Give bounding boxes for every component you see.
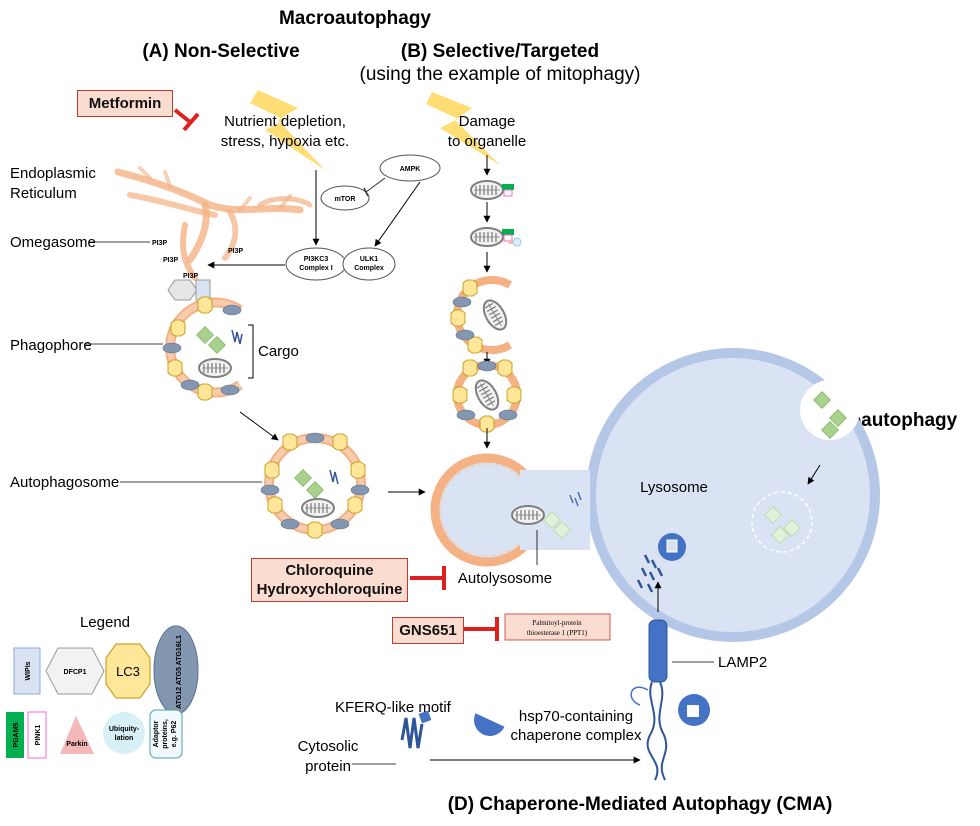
pi3p-label-4: PI3P xyxy=(183,273,199,280)
label-er-2: Reticulum xyxy=(10,185,77,202)
ppt1-box xyxy=(504,613,611,641)
pi3kc3-text-2: Complex I xyxy=(299,265,333,272)
subtitle-mitophagy: (using the example of mitophagy) xyxy=(360,64,641,85)
dfcp1-shape xyxy=(167,279,198,301)
chloroquine-label: Chloroquine xyxy=(285,562,374,579)
damage-lightning-icon xyxy=(426,92,500,165)
label-autolysosome: Autolysosome xyxy=(458,570,552,587)
lysosome xyxy=(586,348,880,642)
autophagosome xyxy=(260,432,370,539)
label-cytosolic-1: Cytosolic xyxy=(298,738,359,755)
legend-ubiq-text-2: lation xyxy=(115,735,134,742)
ampk-node xyxy=(379,154,441,182)
legend-title: Legend xyxy=(80,614,130,631)
label-damage-1: Damage xyxy=(459,113,516,130)
label-ppt1-1: Palmitoyl-protein xyxy=(532,619,582,627)
cargo-bracket xyxy=(248,324,254,379)
phagophore-to-autophagosome-arrow xyxy=(239,411,279,441)
label-phagophore: Phagophore xyxy=(10,337,92,354)
title-macroautophagy: Macroautophagy xyxy=(279,8,431,29)
ampk-text: AMPK xyxy=(400,166,421,173)
stress-lightning-icon xyxy=(250,90,325,170)
label-autophagosome: Autophagosome xyxy=(10,474,119,491)
label-lamp2: LAMP2 xyxy=(718,654,767,671)
hydroxychloroquine-label: Hydroxychloroquine xyxy=(256,581,403,598)
legend: Legend WIPIs DFCP1 LC3 ATG12 ATG5 ATG16L… xyxy=(6,614,199,759)
legend-pink1-text: PINK1 xyxy=(35,725,42,746)
label-nutrient-1: Nutrient depletion, xyxy=(224,113,346,130)
title-non-selective: (A) Non-Selective xyxy=(142,41,299,62)
gns651-label: GNS651 xyxy=(399,622,457,639)
mtor-node xyxy=(320,185,370,211)
legend-adaptor-text-1: Adaptor xyxy=(153,720,160,747)
autolysosome xyxy=(430,453,590,567)
label-kferq: KFERQ-like motif xyxy=(335,699,452,716)
pi3p-label-2: PI3P xyxy=(163,257,179,264)
metformin-inhibit-bar xyxy=(182,112,200,132)
legend-lc3-shape xyxy=(105,643,151,699)
ampk-to-ulk1-arrow xyxy=(374,181,421,247)
phagophore xyxy=(162,296,243,401)
legend-pgam5-shape xyxy=(6,712,24,758)
label-cargo: Cargo xyxy=(258,343,299,360)
label-nutrient-2: stress, hypoxia etc. xyxy=(221,133,349,150)
legend-wipis-text: WIPIs xyxy=(25,661,32,680)
pi3kc3-text-1: PI3KC3 xyxy=(304,256,329,263)
label-damage-2: to organelle xyxy=(448,133,526,150)
legend-adaptor-text-2: proteins, xyxy=(162,719,169,749)
legend-pink1-shape xyxy=(27,711,47,759)
legend-parkin-shape xyxy=(60,716,94,754)
pi3p-label-3: PI3P xyxy=(228,248,244,255)
endoplasmic-reticulum xyxy=(114,166,313,281)
ampk-mtor-inhibit xyxy=(365,177,386,193)
legend-ubiquitination-shape xyxy=(103,712,145,754)
ulk1-text-2: Complex xyxy=(354,265,384,272)
mitophagy-steps xyxy=(450,155,522,449)
cytosolic-protein xyxy=(400,710,432,749)
gns651-box: GNS651 xyxy=(392,617,464,644)
title-selective: (B) Selective/Targeted xyxy=(401,41,599,62)
mtor-text: mTOR xyxy=(335,196,356,203)
chloroquine-box: Chloroquine Hydroxychloroquine xyxy=(251,558,408,602)
legend-wipis-shape xyxy=(13,647,41,695)
legend-atg-text: ATG12 ATG5 ATG16L1 xyxy=(176,635,183,709)
legend-dfcp1-text: DFCP1 xyxy=(64,669,87,676)
hsp70-complex xyxy=(474,713,505,736)
metformin-box: Metformin xyxy=(77,90,173,117)
label-omegasome: Omegasome xyxy=(10,234,96,251)
metformin-label: Metformin xyxy=(88,95,162,112)
label-hsp70-2: chaperone complex xyxy=(511,727,642,744)
label-er-1: Endoplasmic xyxy=(10,165,96,182)
legend-adaptor-shape xyxy=(149,709,183,759)
legend-lc3-text: LC3 xyxy=(116,664,140,679)
titles: Macroautophagy (A) Non-Selective (B) Sel… xyxy=(142,8,957,815)
legend-pgam5-text: PGAM5 xyxy=(13,722,20,747)
signalling-complexes: AMPK mTOR PI3KC3 Complex I ULK1 Complex xyxy=(207,154,441,281)
legend-ubiq-text-1: Ubiquity- xyxy=(109,726,140,733)
legend-parkin-text: Parkin xyxy=(66,741,87,748)
label-cytosolic-2: protein xyxy=(305,758,351,775)
lamp2-channel xyxy=(630,619,710,781)
legend-adaptor-text-3: e.g. P62 xyxy=(171,721,178,748)
ulk1-node xyxy=(342,247,396,281)
pi3p-label-1: PI3P xyxy=(152,240,168,247)
label-lysosome: Lysosome xyxy=(640,479,708,496)
metformin-inhibit-line xyxy=(173,108,192,124)
title-cma: (D) Chaperone-Mediated Autophagy (CMA) xyxy=(448,794,833,815)
pi3kc3-node xyxy=(285,247,347,281)
legend-dfcp1-shape xyxy=(45,647,105,695)
label-hsp70-1: hsp70-containing xyxy=(519,708,633,725)
label-ppt1-2: thioesterase 1 (PPT1) xyxy=(527,629,588,637)
ulk1-text-1: ULK1 xyxy=(360,256,378,263)
